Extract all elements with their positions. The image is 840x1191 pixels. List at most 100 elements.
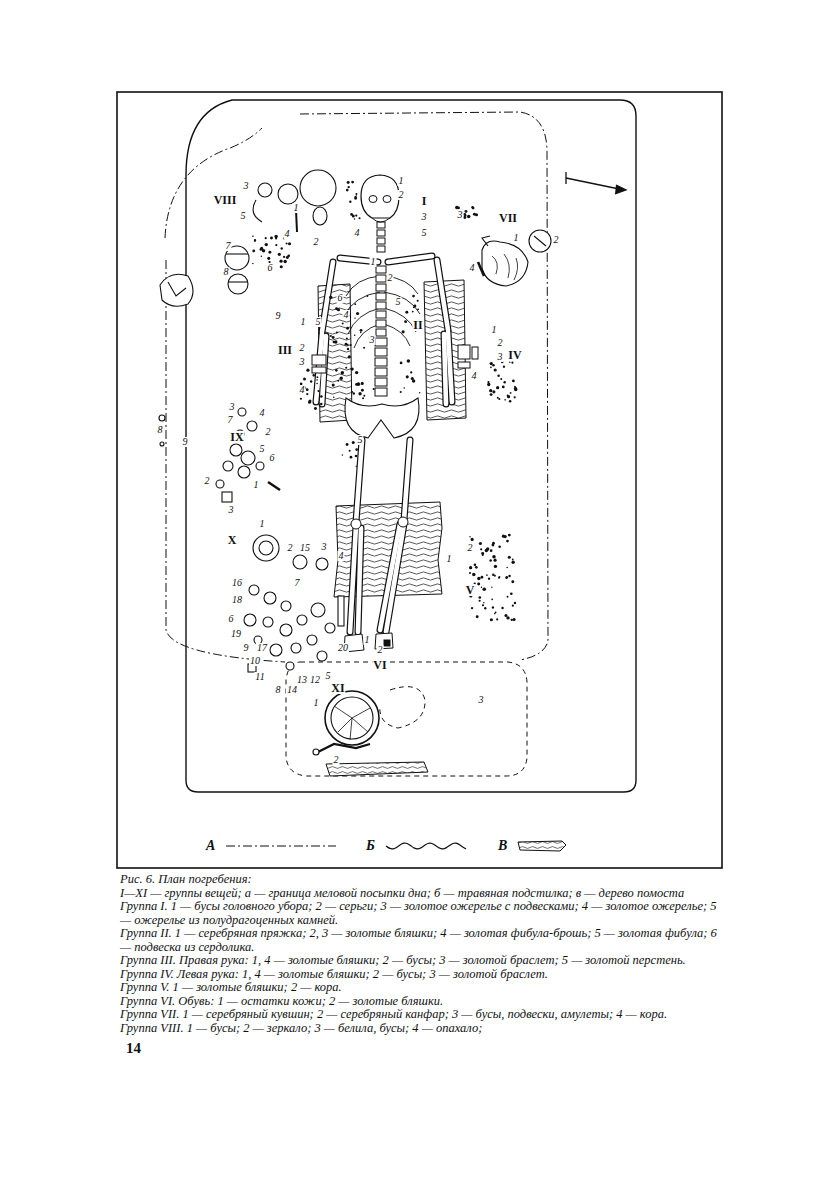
callout-number: 2 [265, 427, 272, 437]
group-numeral: XI [330, 682, 345, 694]
bead-dot [500, 378, 502, 380]
callout-number: 1 [398, 176, 405, 186]
callout-number: 2 [398, 190, 405, 200]
cluster-x-part [317, 651, 327, 661]
cluster-x-part [270, 644, 282, 656]
callout-number: 6 [337, 293, 344, 303]
wooden-planks-part [326, 762, 428, 776]
bead-dot [486, 574, 488, 576]
skeleton [316, 175, 452, 652]
bead-dot [471, 607, 473, 609]
cluster-ix-part [238, 466, 250, 478]
bead-dot [351, 181, 354, 184]
grass-bedding-outline [286, 662, 527, 776]
callout-number: 1 [259, 519, 266, 529]
bead-dot [401, 330, 404, 333]
bead-dot [494, 565, 497, 568]
bead-dot [283, 260, 286, 263]
callout-number: 9 [275, 311, 282, 321]
bead-dot [346, 327, 349, 330]
bead-dot [252, 235, 254, 237]
bead-dot [507, 395, 510, 398]
skeleton-part-part [356, 440, 362, 522]
callout-number: 20 [337, 643, 349, 653]
bead-dot [347, 344, 349, 346]
legend-sample [518, 841, 566, 851]
bead-dot [267, 257, 270, 260]
callout-number: 2 [204, 476, 211, 486]
bead-dot [503, 381, 505, 383]
spine [375, 222, 387, 396]
callout-number: 4 [259, 408, 266, 418]
spine-part [376, 302, 386, 309]
callout-number: 19 [230, 629, 242, 639]
callout-number: 7 [225, 241, 232, 251]
spine-part [377, 222, 385, 228]
bead-dot [320, 403, 322, 405]
group-numeral: IV [507, 349, 522, 361]
bead-dot [492, 606, 494, 608]
callout-number: 3 [321, 542, 328, 552]
spine-part [375, 358, 387, 366]
bead-dot [361, 389, 364, 392]
bead-dot [406, 375, 409, 378]
arm-ornaments-part [458, 345, 470, 359]
bead-dot [346, 443, 349, 446]
bead-dot [410, 371, 412, 373]
callout-number: 6 [269, 453, 276, 463]
group-numeral: I [421, 195, 428, 207]
bead-dot [336, 331, 338, 333]
cluster-ix-part [222, 492, 232, 502]
bead-dot [270, 237, 273, 240]
callout-number: 1 [370, 257, 377, 267]
bead-dot [487, 383, 490, 386]
skeleton-part [316, 256, 452, 632]
bead-dot [316, 383, 318, 385]
bead-dot [373, 388, 375, 390]
skeleton-part-part [444, 334, 446, 404]
bead-dot [489, 389, 492, 392]
bead-dot [472, 207, 475, 210]
bead-dot [347, 348, 349, 350]
bead-dot [482, 588, 486, 592]
grass-bedding-outline-part [286, 662, 527, 776]
callout-number: 17 [256, 643, 268, 653]
cluster-xi-part [331, 697, 373, 739]
callout-number: 8 [223, 267, 230, 277]
bead-dot [314, 407, 317, 410]
bead-dot [487, 381, 489, 383]
bead-dot [511, 362, 513, 364]
bead-dot [513, 618, 516, 621]
bead-dot [495, 612, 497, 614]
bead-dot [492, 555, 496, 559]
bead-dot [491, 587, 492, 588]
bead-dot [489, 559, 491, 561]
cluster-x-part [281, 601, 291, 611]
north-arrow-part [565, 172, 566, 184]
wooden-planks [318, 280, 466, 776]
bead-dot [476, 615, 479, 618]
bead-dot [503, 366, 505, 368]
callout-number: 4 [299, 385, 306, 395]
bead-dot [498, 577, 500, 579]
bead-dot [313, 374, 315, 376]
bead-dot [363, 395, 365, 397]
bead-dot [507, 596, 509, 598]
bead-dot [483, 602, 484, 603]
bead-dot [333, 341, 336, 344]
group-numeral: VII [498, 212, 518, 224]
caption-line: Группа I. 1 — бусы головного убора; 2 — … [120, 900, 720, 927]
legend-letter: А [206, 839, 215, 853]
silver-jug [482, 241, 528, 286]
bead-dot [349, 450, 351, 452]
bead-dot [346, 189, 349, 192]
callout-number: 1 [300, 317, 307, 327]
legend-letter: Б [366, 839, 375, 853]
cluster-ix-part [216, 480, 224, 488]
callout-number: 3 [457, 210, 464, 220]
north-arrow-part [566, 178, 624, 190]
bead-dot [350, 213, 353, 216]
bead-dot [400, 362, 403, 365]
skeleton-part-part [404, 440, 410, 520]
bead-dot [279, 260, 282, 263]
